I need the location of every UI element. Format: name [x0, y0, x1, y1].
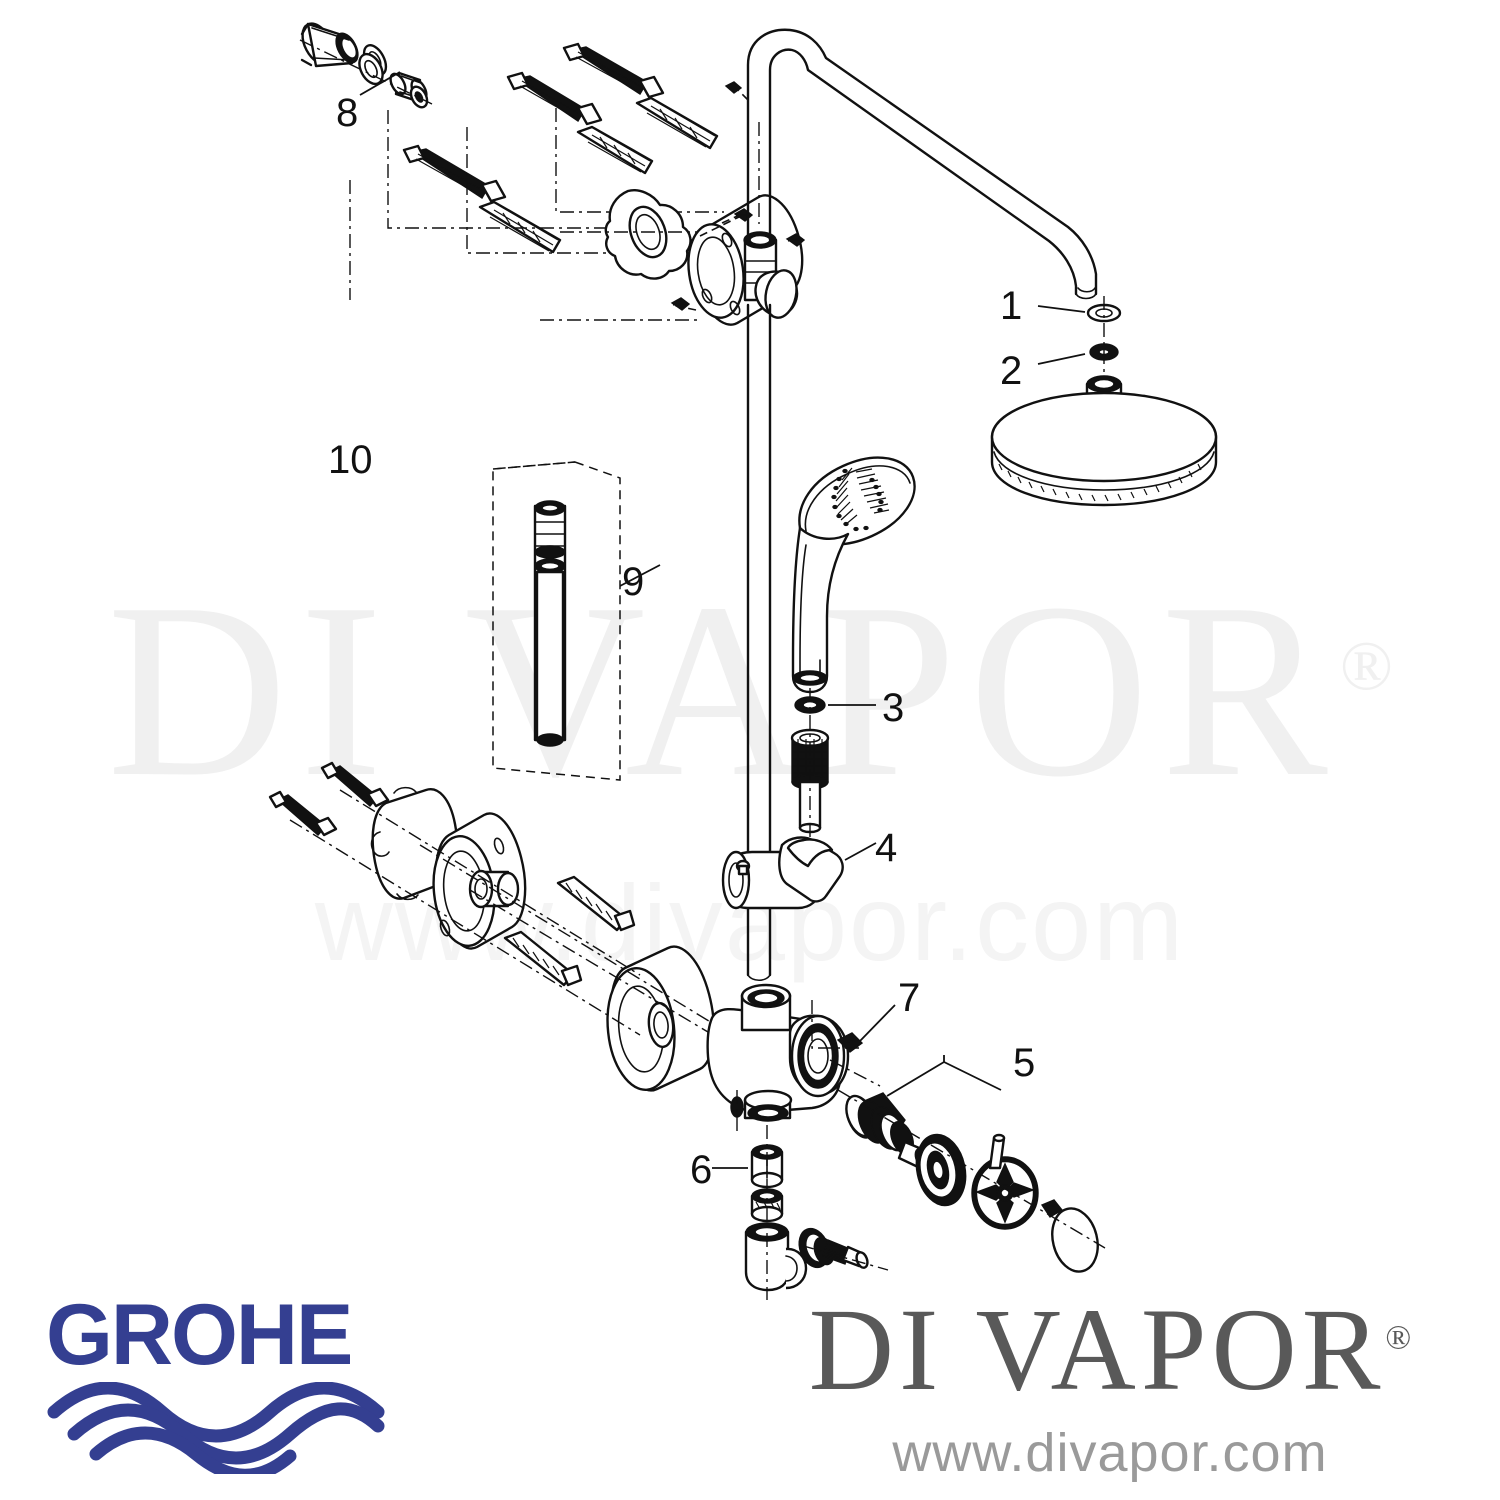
overhead-shower-head — [990, 375, 1218, 507]
grohe-waves-icon — [47, 1382, 385, 1474]
divapor-registered-mark: ® — [1385, 1319, 1412, 1357]
inlet-washer — [358, 52, 384, 86]
divapor-url: www.divapor.com — [892, 1422, 1328, 1483]
grohe-wordmark: GROHE — [46, 1287, 353, 1383]
valve-cartridge — [845, 1092, 930, 1169]
part-group-4-hand-shower-holder — [721, 836, 877, 910]
part-group-1-filter-washer — [1037, 303, 1122, 323]
valve-handle-lever — [971, 1133, 1039, 1230]
stud-bolt — [320, 761, 390, 808]
escutcheon-cover-plate — [606, 945, 715, 1092]
wall-plug — [478, 200, 562, 254]
hand-shower — [791, 456, 916, 694]
callout-number-8: 8 — [336, 91, 359, 135]
cartridge-index-disc — [915, 1133, 967, 1207]
footer-brand-bar: GROHE DI VAPOR® www.divapor.com — [0, 1270, 1500, 1500]
fixing-screws-and-wallplugs-set — [349, 42, 724, 321]
part-group-8-inlet-connector-set — [299, 22, 433, 109]
part-group-6-outlet-seal-set — [712, 1125, 889, 1300]
part-group-3-seal-washer — [794, 696, 876, 714]
divapor-wordmark: DI VAPOR® — [740, 1288, 1480, 1412]
wood-screw — [556, 875, 636, 932]
flange-grub-screw — [670, 297, 691, 311]
callout-number-1: 1 — [1000, 284, 1023, 328]
wall-plug — [576, 125, 654, 175]
inlet-small-washer — [409, 85, 429, 109]
callout-number-9: 9 — [622, 560, 645, 604]
grohe-logo: GROHE — [46, 1292, 446, 1482]
extension-rod — [533, 500, 567, 747]
main-valve-body — [706, 983, 850, 1135]
flow-regulator-aerator — [798, 1227, 889, 1271]
lower-wall-fixing-set — [268, 761, 781, 1092]
part-group-7-grub-screw — [811, 1000, 896, 1087]
top-wall-bracket-plate — [560, 189, 700, 280]
callout-number-3: 3 — [882, 686, 905, 730]
flange-grub-screw — [785, 233, 806, 247]
inlet-connector-body — [300, 22, 359, 68]
callout-number-4: 4 — [875, 826, 898, 870]
callout-number-5: 5 — [1013, 1041, 1036, 1085]
callout-number-6: 6 — [690, 1148, 713, 1192]
fixing-screw — [506, 71, 603, 126]
wood-screw — [503, 930, 583, 987]
part-group-5-valve-cartridge-assembly — [837, 1055, 1106, 1273]
spray-face-nozzles — [831, 467, 890, 532]
shower-arm-grub-screw — [724, 81, 743, 94]
stud-bolt — [268, 790, 338, 837]
callout-number-7: 7 — [898, 976, 921, 1020]
fixing-screw — [562, 42, 665, 99]
divapor-wordmark-text: DI VAPOR — [808, 1284, 1386, 1415]
shower-arm — [724, 28, 1098, 300]
wall-plug — [635, 96, 719, 150]
fixing-screw — [402, 144, 507, 203]
part-group-2-o-ring — [1037, 343, 1119, 365]
part-group-9-riser-extension-rod — [492, 461, 661, 781]
callout-number-10: 10 — [328, 438, 373, 482]
callout-number-2: 2 — [1000, 349, 1023, 393]
divapor-logo: DI VAPOR® www.divapor.com — [740, 1288, 1480, 1484]
